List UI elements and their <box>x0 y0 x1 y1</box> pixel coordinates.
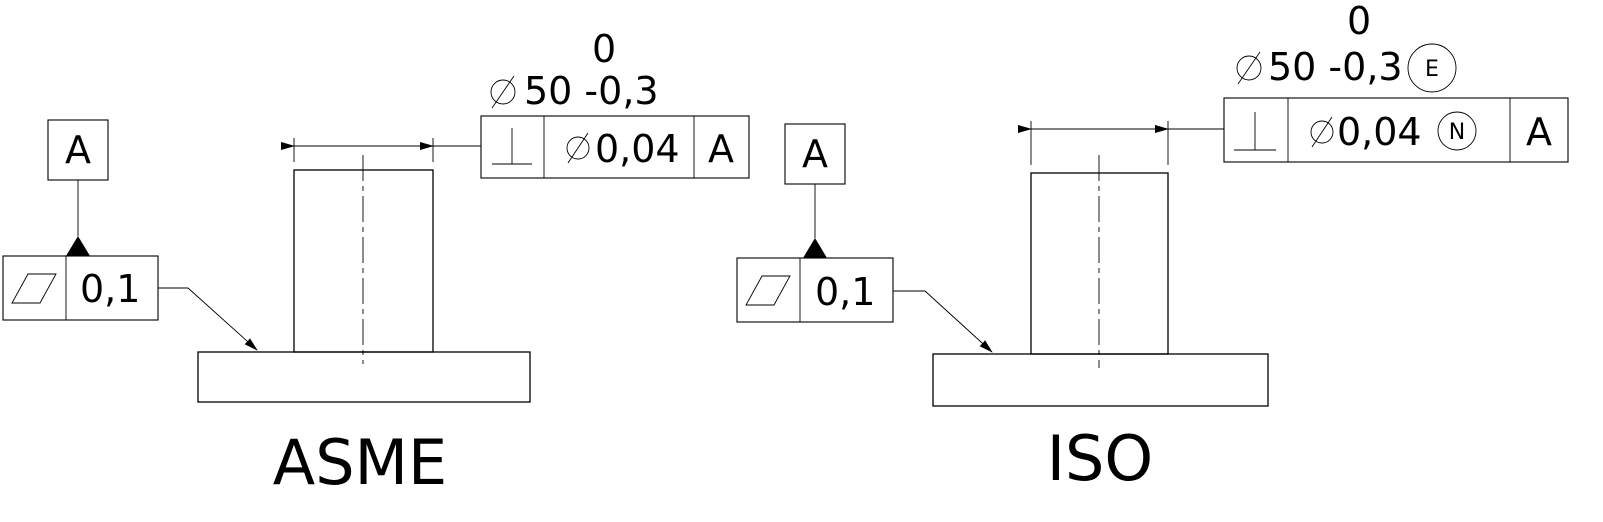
iso-drawing: 50 -0,3 0 E 0,04 N <box>736 0 1569 495</box>
diameter-icon <box>1310 116 1334 148</box>
asme-drawing: 50 -0,3 0 0,04 A A <box>2 27 750 499</box>
asme-leader-line <box>158 287 258 351</box>
iso-size-dimension: 50 -0,3 0 E <box>1018 0 1457 165</box>
iso-fcf-datum: A <box>1526 110 1552 154</box>
asme-datum-feature-symbol: A <box>47 119 109 256</box>
diameter-icon <box>1236 51 1262 85</box>
asme-perpendicularity-frame: 0,04 A <box>480 115 750 179</box>
perpendicularity-icon <box>492 128 532 165</box>
iso-base-plate <box>932 353 1269 407</box>
asme-fcf-tolerance: 0,04 <box>595 127 680 171</box>
envelope-modifier-icon: E <box>1407 43 1457 93</box>
iso-title: ISO <box>1047 422 1153 495</box>
asme-flatness-frame: 0,1 <box>2 255 258 351</box>
datum-triangle-icon <box>803 238 827 258</box>
flatness-icon <box>745 275 791 306</box>
flatness-icon <box>11 273 57 304</box>
iso-flatness-frame: 0,1 <box>736 257 993 353</box>
diameter-icon <box>566 132 590 164</box>
iso-flatness-tolerance: 0,1 <box>815 270 875 314</box>
iso-cylinder <box>1030 172 1169 355</box>
iso-size-text: 50 -0,3 <box>1268 45 1403 89</box>
iso-envelope-modifier: E <box>1425 57 1439 82</box>
iso-fcf-tolerance: 0,04 <box>1337 110 1422 154</box>
iso-datum-label: A <box>802 132 828 176</box>
fcf-modifier-icon: N <box>1437 111 1477 151</box>
perpendicularity-icon <box>1234 112 1276 151</box>
asme-upper-tolerance: 0 <box>592 27 616 71</box>
asme-cylinder <box>293 169 434 353</box>
iso-fcf-modifier: N <box>1449 120 1465 145</box>
iso-upper-tolerance: 0 <box>1347 0 1371 43</box>
iso-perpendicularity-frame: 0,04 N A <box>1223 97 1569 163</box>
asme-base-plate <box>197 351 531 403</box>
iso-leader-line <box>893 290 993 353</box>
datum-triangle-icon <box>66 236 90 256</box>
asme-size-text: 50 -0,3 <box>524 69 659 113</box>
asme-size-dimension: 50 -0,3 0 <box>281 27 659 162</box>
asme-flatness-tolerance: 0,1 <box>80 267 140 311</box>
iso-datum-feature-symbol: A <box>784 123 846 258</box>
asme-fcf-datum: A <box>708 127 734 171</box>
diameter-icon <box>490 75 516 109</box>
asme-datum-label: A <box>65 128 91 172</box>
asme-title: ASME <box>273 426 447 499</box>
